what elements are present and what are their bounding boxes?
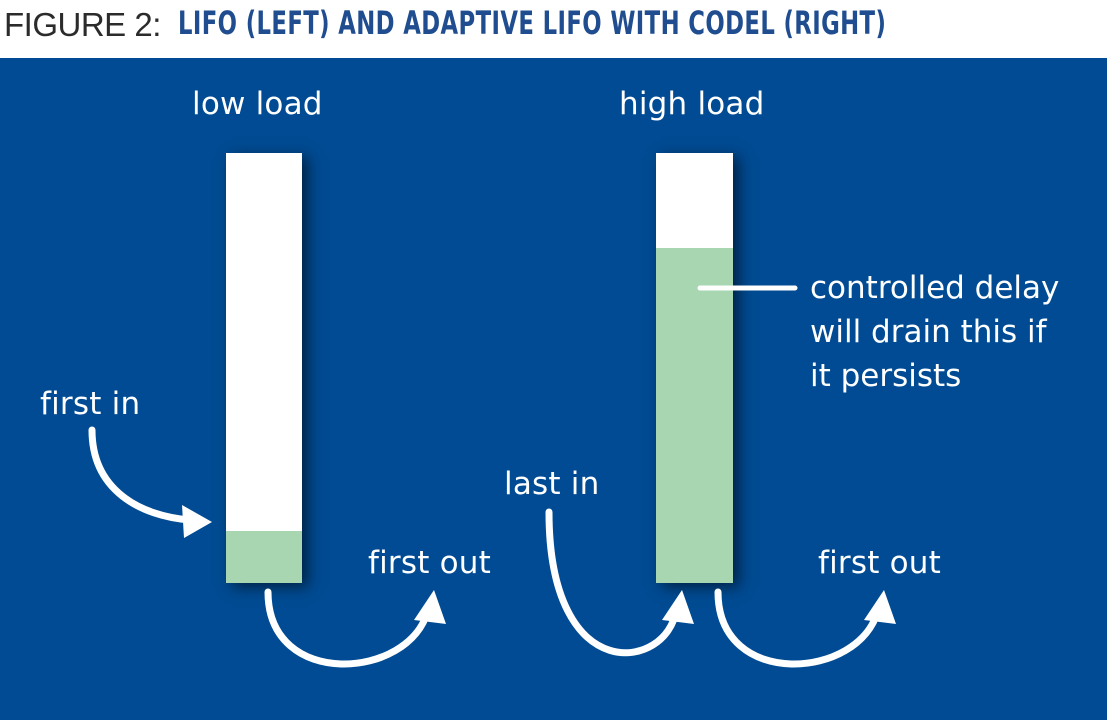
right-queue-fill — [656, 247, 733, 583]
left-heading: low load — [192, 86, 323, 122]
left-in-arrowhead-icon — [182, 505, 212, 538]
codel-annotation: controlled delay will drain this if it p… — [810, 266, 1100, 398]
right-out-arrow — [714, 588, 882, 668]
left-out-arrowhead-icon — [414, 590, 446, 624]
diagram-panel — [0, 58, 1107, 720]
figure-label: FIGURE 2: — [4, 6, 161, 43]
right-queue — [656, 153, 733, 583]
codel-annotation-line: will drain this if — [810, 314, 1047, 350]
codel-annotation-line: it persists — [810, 358, 962, 394]
figure-title: LIFO (LEFT) AND ADAPTIVE LIFO WITH CODEL… — [178, 4, 887, 42]
figure-header: FIGURE 2: LIFO (LEFT) AND ADAPTIVE LIFO … — [0, 0, 1107, 56]
right-in-label: last in — [504, 466, 600, 502]
left-queue — [226, 153, 302, 583]
left-in-label: first in — [40, 386, 141, 422]
right-in-arrow — [545, 508, 680, 657]
right-in-arrowhead-icon — [662, 590, 694, 624]
right-heading: high load — [619, 86, 765, 122]
left-out-label: first out — [368, 545, 491, 581]
right-out-label: first out — [818, 545, 941, 581]
right-out-arrowhead-icon — [864, 590, 896, 624]
left-in-arrow — [88, 426, 194, 524]
left-queue-fill — [226, 531, 302, 583]
codel-annotation-line: controlled delay — [810, 270, 1060, 306]
left-out-arrow — [264, 588, 432, 668]
